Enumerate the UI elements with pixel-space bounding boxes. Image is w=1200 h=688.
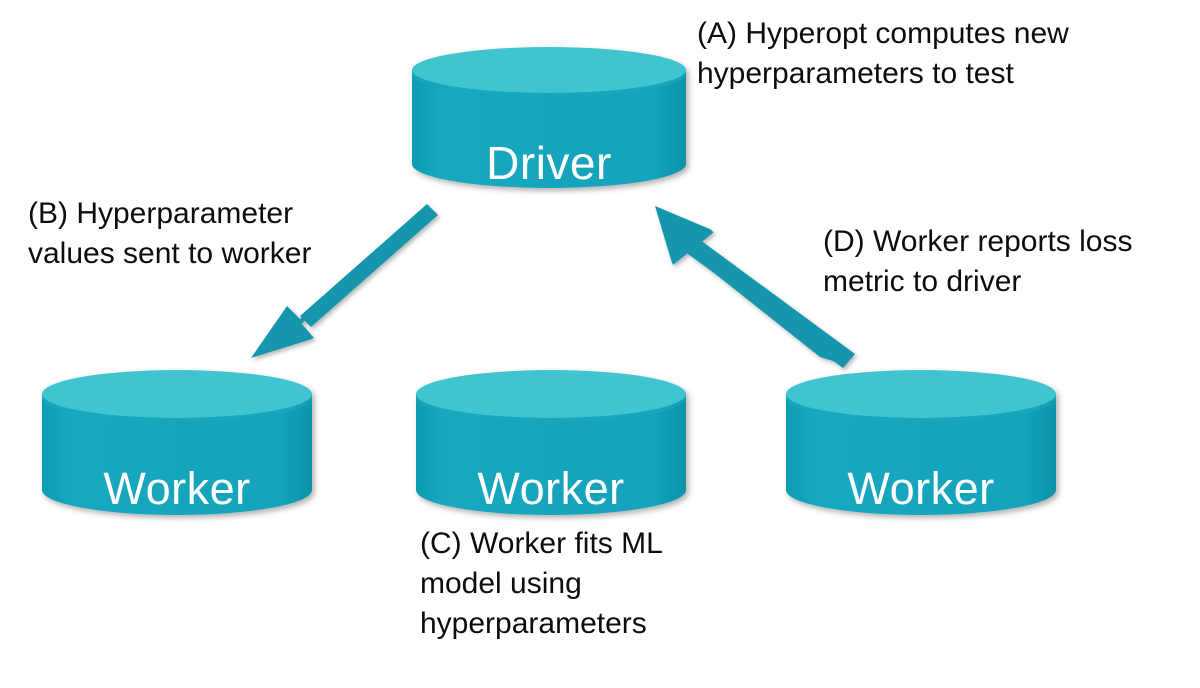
cylinder-database-icon — [412, 47, 686, 188]
cylinder-database-icon — [42, 370, 312, 515]
node-worker-2-label: Worker — [477, 463, 625, 514]
node-worker-2[interactable]: Worker — [414, 368, 688, 518]
node-worker-1-label: Worker — [103, 463, 251, 514]
node-driver-label: Driver — [486, 137, 612, 189]
cylinder-database-icon — [786, 370, 1056, 515]
node-worker-3[interactable]: Worker — [784, 368, 1058, 518]
caption-c: (C) Worker fits ML model using hyperpara… — [420, 527, 662, 640]
cylinder-database-icon — [416, 370, 686, 515]
node-driver[interactable]: Driver — [410, 46, 688, 192]
node-worker-1[interactable]: Worker — [40, 368, 314, 518]
caption-b: (B) Hyperparameter values sent to worker — [28, 197, 312, 270]
caption-a: (A) Hyperopt computes new hyperparameter… — [697, 17, 1069, 90]
caption-d: (D) Worker reports loss metric to driver — [823, 225, 1133, 298]
node-worker-3-label: Worker — [847, 463, 995, 514]
